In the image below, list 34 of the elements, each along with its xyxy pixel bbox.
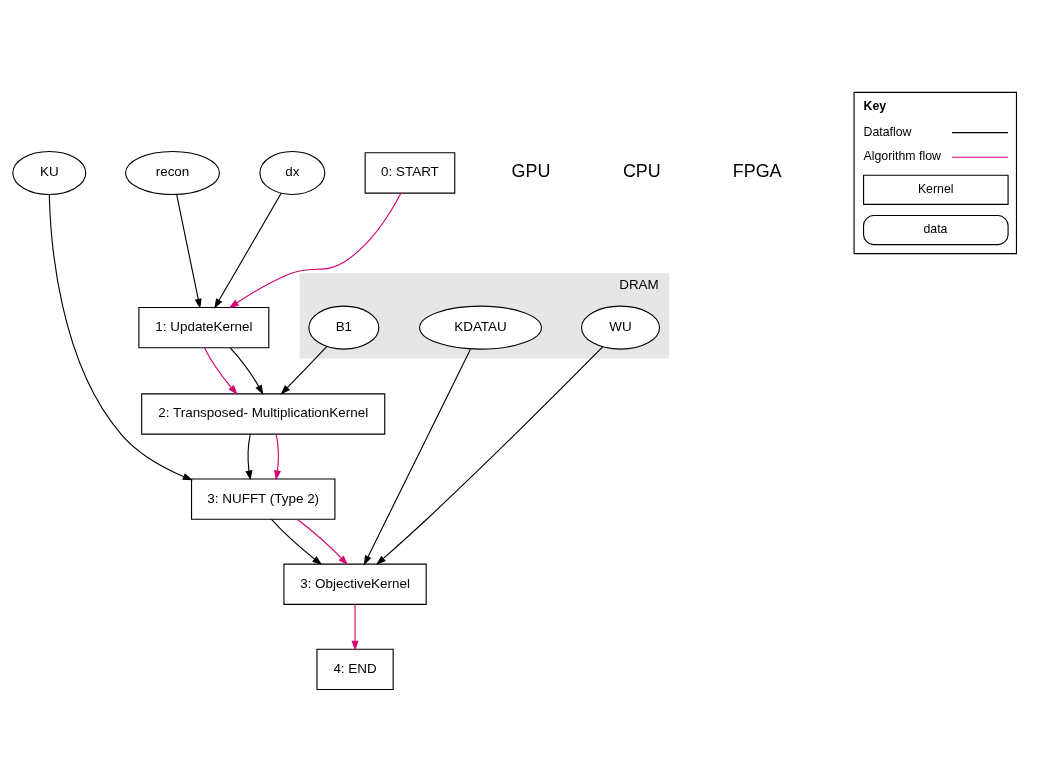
node-box: 1: UpdateKernel xyxy=(138,306,270,348)
label: GPU xyxy=(511,160,551,181)
legend-label: Dataflow xyxy=(863,124,912,139)
node-box: 3: ObjectiveKernel xyxy=(283,563,427,605)
legend-label: Algorithm flow xyxy=(863,148,941,163)
label: Key xyxy=(863,98,887,113)
arrow xyxy=(376,345,604,565)
arrow xyxy=(363,348,471,566)
legend-label: Kernel xyxy=(917,181,954,196)
node-ellipse: recon xyxy=(124,150,221,195)
arrow xyxy=(203,346,238,395)
arrow xyxy=(48,193,193,480)
node-ellipse: KU xyxy=(12,150,87,195)
node-ellipse: WU xyxy=(581,305,661,350)
arrow xyxy=(280,345,328,395)
node-box: 0: START xyxy=(364,151,456,194)
arrow xyxy=(351,603,359,651)
arrow xyxy=(214,192,282,309)
node-ellipse: dx xyxy=(259,150,326,195)
arrow xyxy=(270,518,323,565)
arrow xyxy=(245,433,253,481)
arrow xyxy=(176,193,202,309)
node-ellipse: KDATAU xyxy=(419,305,542,350)
arrow xyxy=(229,346,264,395)
node-ellipse: B1 xyxy=(308,305,380,350)
node-box: 3: NUFFT (Type 2) xyxy=(191,477,336,520)
arrow xyxy=(274,433,282,481)
legend-label: data xyxy=(923,221,948,236)
arrow xyxy=(296,518,348,565)
label: CPU xyxy=(622,160,661,181)
label: FPGA xyxy=(732,160,782,181)
node-box: 2: Transposed- MultiplicationKernel xyxy=(141,392,386,435)
arrow xyxy=(228,192,402,308)
node-box: 4: END xyxy=(316,648,394,690)
